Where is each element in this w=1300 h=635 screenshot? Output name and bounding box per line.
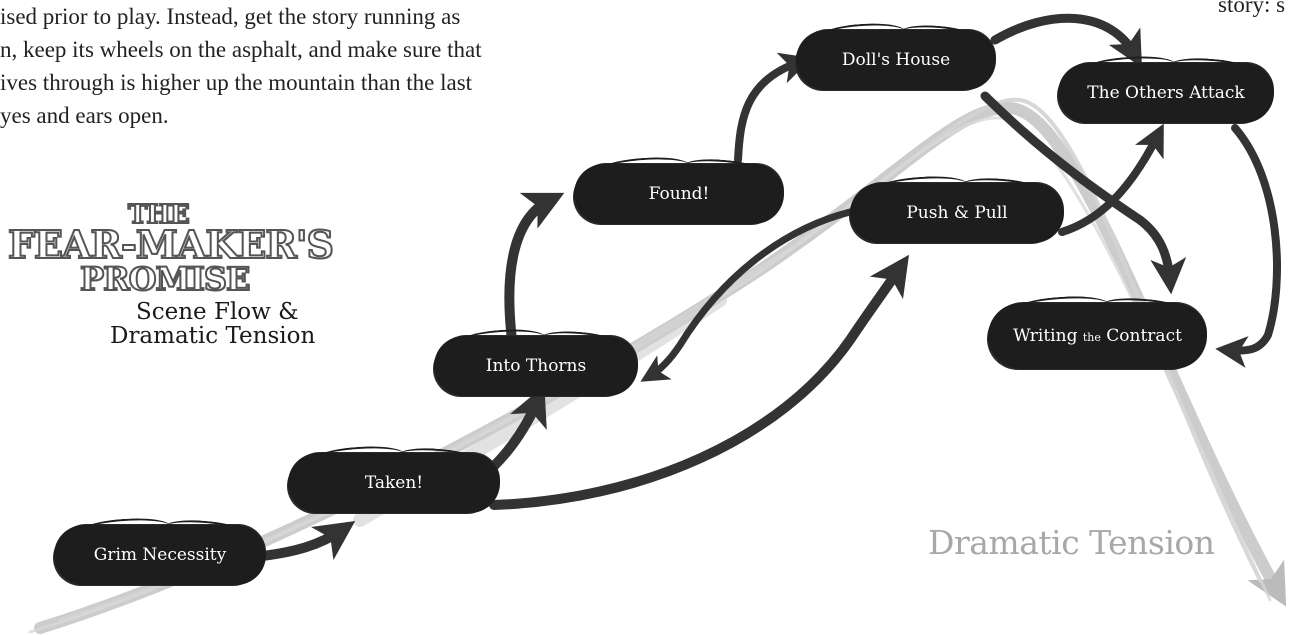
node-label-the: the [1082, 331, 1101, 344]
node-found: Found! [576, 166, 782, 222]
body-text-line: ives through is higher up the mountain t… [0, 70, 473, 95]
corner-text-fragment: story: s [1218, 0, 1286, 17]
node-label: Taken! [364, 473, 424, 493]
node-grim-necessity: Grim Necessity [56, 527, 264, 583]
body-text-line: ised prior to play. Instead, get the sto… [0, 4, 461, 29]
node-label: Found! [648, 184, 710, 204]
node-label-contract: Contract [1106, 326, 1182, 346]
node-label: Push & Pull [906, 203, 1008, 223]
arrow-taken-to-pushpull [489, 254, 910, 510]
node-others-attack: The Others Attack [1060, 65, 1272, 121]
node-into-thorns: Into Thorns [436, 338, 636, 394]
arrow-pushpull-to-others [1058, 123, 1164, 236]
node-label: Doll's House [841, 50, 951, 70]
logo-title-the: THE [127, 199, 191, 231]
arrow-grim-to-taken [257, 520, 356, 561]
flow-arrows [257, 13, 1281, 561]
logo-subtitle-line2: Dramatic Tension [110, 323, 316, 349]
body-text-line: n, keep its wheels on the asphalt, and m… [0, 37, 482, 62]
node-push-pull: Push & Pull [852, 185, 1062, 241]
arrow-dolls-to-others [990, 13, 1143, 68]
logo-title-promise: PROMISE [79, 259, 251, 299]
node-label: Into Thorns [485, 356, 587, 376]
arrow-taken-to-thorns [489, 385, 547, 471]
logo-title-fear-makers: FEAR-MAKER'S [7, 221, 335, 268]
body-text-line: yes and ears open. [0, 103, 169, 128]
node-writing-contract: Writing the Contract [990, 305, 1205, 367]
arrow-thorns-to-found [504, 192, 565, 345]
arrow-pushpull-to-thorns [640, 208, 854, 382]
node-label-writing: Writing [1013, 326, 1078, 346]
arrow-found-to-dolls [734, 52, 813, 164]
node-label: Grim Necessity [93, 545, 227, 565]
arrow-others-to-writing [1215, 124, 1281, 368]
node-label: The Others Attack [1087, 83, 1245, 103]
logo-subtitle-line1: Scene Flow & [136, 299, 299, 325]
logo: THE FEAR-MAKER'S PROMISE Scene Flow & Dr… [7, 196, 388, 356]
body-text-excerpt: ised prior to play. Instead, get the sto… [0, 0, 482, 132]
node-taken: Taken! [290, 455, 498, 511]
tension-curve-label: Dramatic Tension [928, 523, 1215, 562]
node-label: Writing the Contract [1013, 326, 1182, 346]
node-dolls-house: Doll's House [798, 32, 994, 88]
arrow-dolls-to-writing [980, 91, 1187, 295]
